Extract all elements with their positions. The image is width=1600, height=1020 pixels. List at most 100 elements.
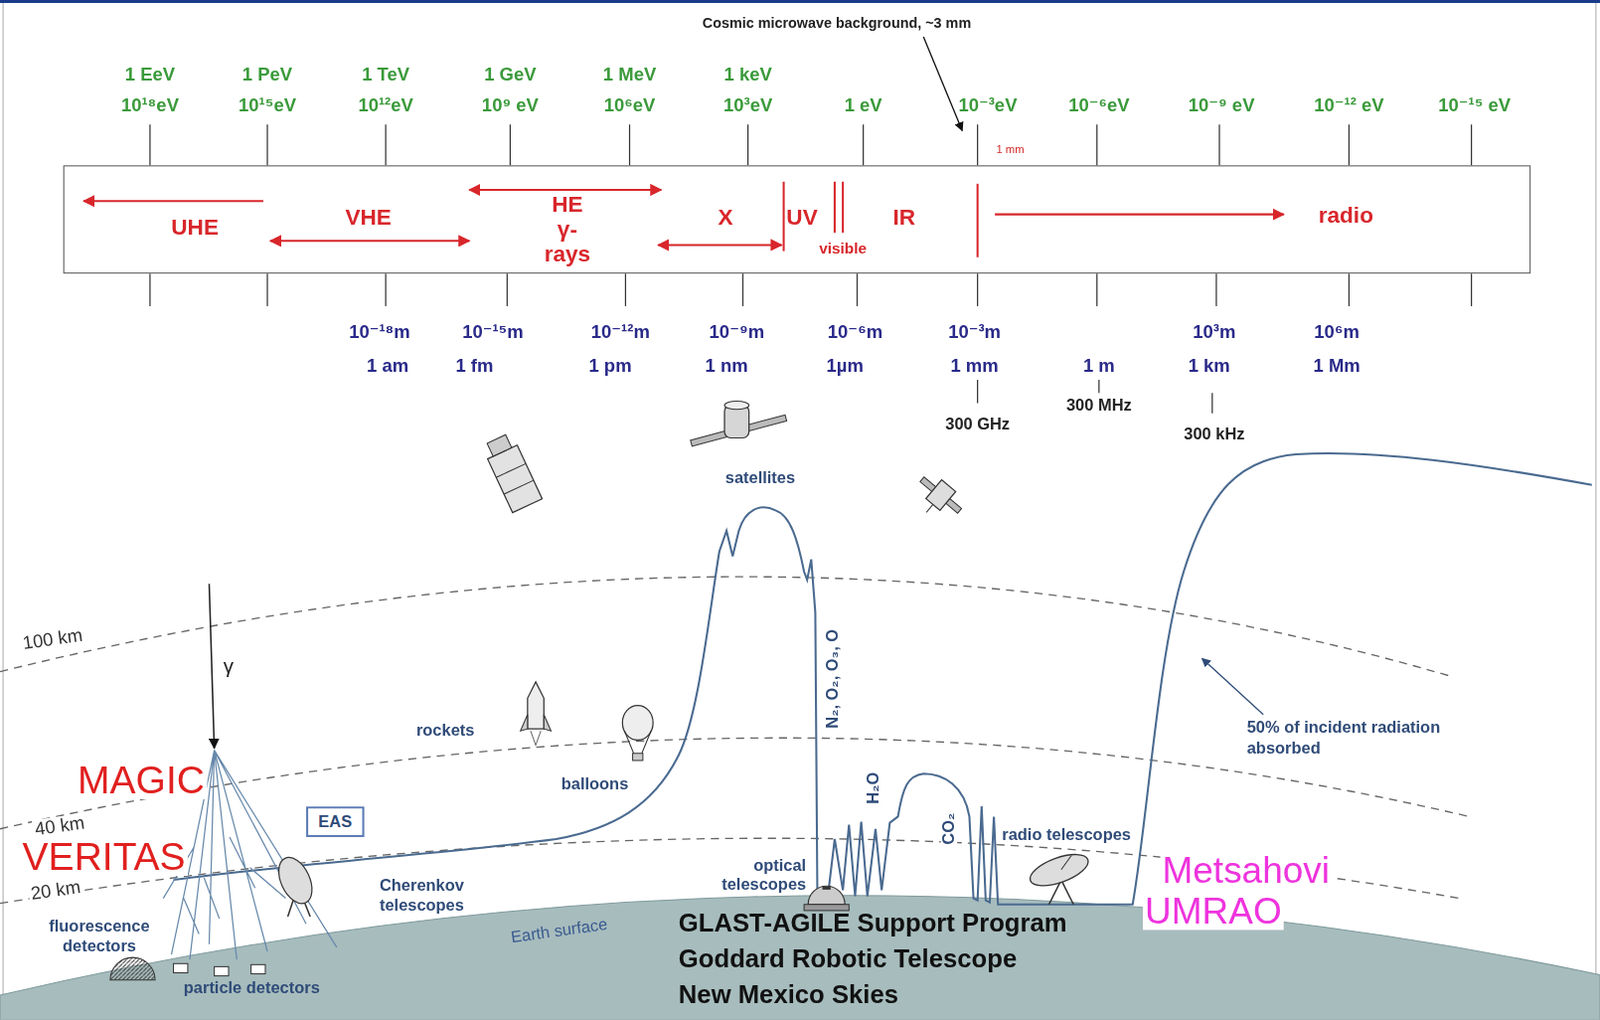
instrument-label: radio telescopes xyxy=(999,826,1133,843)
energy-label: 10⁻¹⁵ eV xyxy=(1438,96,1511,115)
instrument-label: satellites xyxy=(725,469,796,485)
altitude-label: 20 km xyxy=(27,876,84,903)
rocket-icon-part xyxy=(520,714,552,731)
balloon-icon-part xyxy=(622,705,653,741)
wavelength-label: 1 km xyxy=(1188,355,1231,374)
program-name: New Mexico Skies xyxy=(678,981,899,1008)
instrument-label: H₂O xyxy=(865,770,882,806)
wavelength-label: 1 am xyxy=(366,355,409,374)
satellite-icon-part xyxy=(920,477,962,513)
particle-detector-icons-part xyxy=(251,963,266,973)
energy-label: 10⁻⁶eV xyxy=(1068,96,1129,115)
particle-detector-icons-part xyxy=(173,962,188,972)
balloon-icon xyxy=(622,705,653,761)
wavelength-label: 10⁻¹⁵m xyxy=(462,321,524,340)
instrument-label: Cherenkov telescopes xyxy=(379,875,465,915)
instrument-label: particle detectors xyxy=(183,979,320,996)
wavelength-label: 1 fm xyxy=(455,355,493,374)
instrument-label: rockets xyxy=(416,722,475,739)
wavelength-label: 10⁻¹⁸m xyxy=(348,321,411,340)
wavelength-label: 10⁻³m xyxy=(948,321,1001,340)
band-label: VHE xyxy=(344,205,391,229)
band-arrows-part xyxy=(270,239,470,242)
satellite-icon xyxy=(907,470,967,528)
satellite-icon-part xyxy=(724,401,750,410)
band-arrows-part xyxy=(83,199,264,202)
energy-label: 1 EeV xyxy=(125,65,175,84)
band-label: X xyxy=(718,205,734,229)
wavelength-label: 10³m xyxy=(1192,321,1236,340)
satellite-icon-part xyxy=(926,503,934,512)
optical-telescope-icon-part xyxy=(807,885,845,904)
altitude-lines xyxy=(0,576,1470,904)
wavelength-label: 1 Mm xyxy=(1312,355,1360,374)
absorption-pointer xyxy=(1202,657,1265,714)
band-arrows-part xyxy=(976,183,979,258)
energy-label: 1 GeV xyxy=(483,65,536,84)
instrument-label: balloons xyxy=(561,775,630,792)
cmb-pointer-part xyxy=(923,36,962,131)
earth-ground xyxy=(0,895,1600,1020)
radio-dish-icon-part xyxy=(1061,879,1074,905)
rocket-icon-part xyxy=(527,681,544,729)
instrument-label: CO₂ xyxy=(941,810,958,847)
wavelength-label: 10⁶m xyxy=(1313,321,1360,340)
band-arrows-part xyxy=(994,213,1284,216)
frequency-label: 300 MHz xyxy=(1066,396,1132,413)
absorption-curve-part xyxy=(173,453,1593,905)
instrument-label: optical telescopes xyxy=(721,854,806,894)
absorption-curve xyxy=(173,453,1593,905)
cmb-pointer xyxy=(923,36,962,131)
wavelength-label: 10⁻⁶m xyxy=(827,321,883,340)
particle-detector-icons xyxy=(173,962,266,975)
spectrum-band: UHEVHEHE γ-raysXUVvisibleIRradio xyxy=(63,164,1532,274)
observatory-name: UMRAO xyxy=(1142,892,1284,930)
altitude-label: 40 km xyxy=(31,812,88,839)
energy-label: 10³eV xyxy=(723,96,773,115)
band-label: radio xyxy=(1318,203,1374,227)
cherenkov-telescope-icon-part xyxy=(272,851,320,909)
energy-label: 1 keV xyxy=(723,65,772,84)
energy-label: 10¹²eV xyxy=(357,96,413,115)
energy-label: 10⁹ eV xyxy=(481,96,539,115)
band-arrows-part xyxy=(833,181,836,233)
band-label: UV xyxy=(786,205,817,229)
radio-dish-icon xyxy=(1026,847,1093,905)
radio-dish-icon-part xyxy=(1026,847,1093,892)
altitude-label: 100 km xyxy=(19,625,87,652)
band-arrows-part xyxy=(783,181,786,252)
absorption-pointer-part xyxy=(1202,657,1265,714)
frequency-label: 300 GHz xyxy=(945,416,1010,433)
scale-ticks xyxy=(150,124,1472,414)
balloon-icon-part xyxy=(624,730,651,754)
band-label: visible xyxy=(818,240,867,256)
gamma-shower-part xyxy=(208,583,214,748)
particle-detector-icons-part xyxy=(214,965,229,975)
energy-label: 10⁶eV xyxy=(604,96,656,115)
wavelength-label: 1 nm xyxy=(705,355,749,374)
balloon-icon-part xyxy=(633,753,643,761)
wavelength-label: 10⁻¹²m xyxy=(591,321,650,340)
cherenkov-telescope-icon xyxy=(272,851,320,917)
radio-dish-icon-part xyxy=(1061,854,1072,869)
energy-label: 1 PeV xyxy=(242,65,293,84)
instrument-label: 50% of incident radiation absorbed xyxy=(1247,717,1451,759)
band-arrows-part xyxy=(469,188,661,191)
altitude-lines-part xyxy=(0,576,1449,676)
scale-ticks-part xyxy=(977,379,1213,414)
optical-telescope-icon xyxy=(803,885,849,911)
wavelength-label: 1µm xyxy=(825,355,863,374)
box-label: EAS xyxy=(318,812,352,829)
annotation: Cosmic microwave background, ~3 mm xyxy=(702,14,971,29)
scale-ticks-part xyxy=(150,273,1472,307)
wavelength-label: 10⁻⁹m xyxy=(709,321,766,340)
earth-ground-part xyxy=(0,895,1600,1020)
satellite-icon-part xyxy=(486,434,512,457)
wavelength-label: 1 mm xyxy=(950,355,998,374)
wavelength-label: 1 pm xyxy=(588,355,632,374)
program-name: Goddard Robotic Telescope xyxy=(678,946,1017,972)
energy-label: 10⁻¹² eV xyxy=(1313,96,1384,115)
satellite-icon-part xyxy=(495,463,526,478)
